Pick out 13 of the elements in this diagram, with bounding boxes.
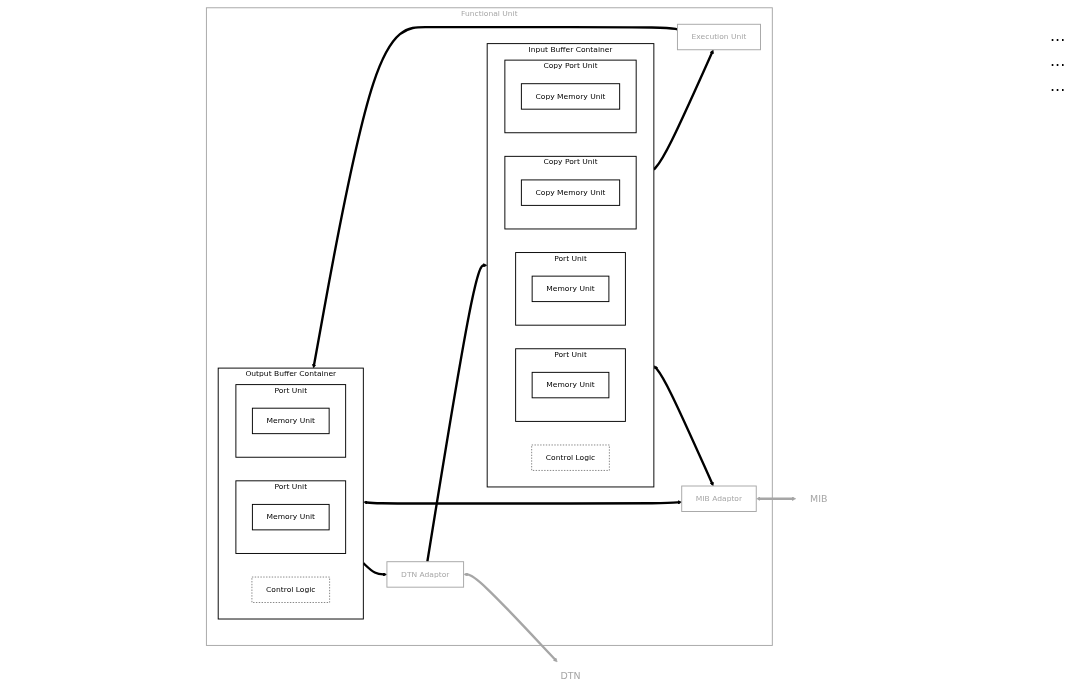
node-text: MIB [810,492,828,504]
arrow [653,364,714,486]
arrow [463,571,558,662]
ellipsis-label: ... [1050,51,1067,70]
arrow [756,496,797,501]
arrow [426,262,488,562]
arrow [363,499,682,505]
ellipsis-label: ... [1050,26,1067,45]
arrow [362,561,388,576]
node-text: DTN [560,669,581,682]
arrow [652,49,714,170]
ellipsis-label: ... [1050,76,1067,95]
arrow [312,25,678,368]
